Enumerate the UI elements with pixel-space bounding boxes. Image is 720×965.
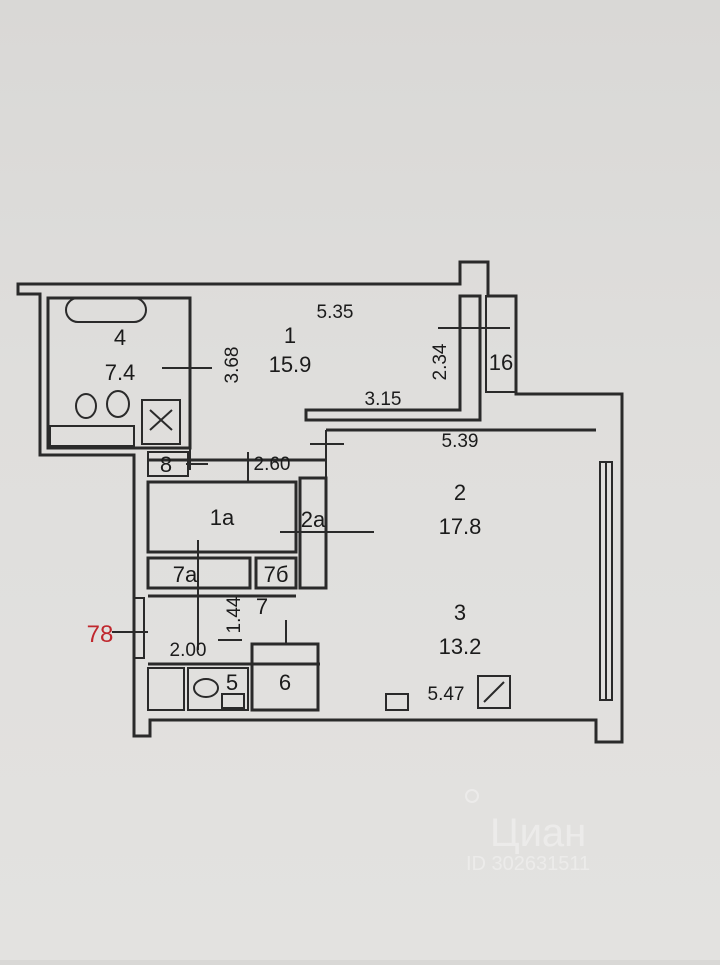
watermark-brand: Циан: [490, 811, 586, 855]
stove-icon: [483, 681, 505, 703]
room-7-label: 7: [256, 594, 268, 619]
dim-368: 3.68: [222, 347, 243, 384]
dim-547: 5.47: [428, 684, 465, 705]
dim-200: 2.00: [170, 640, 207, 661]
window: [599, 461, 613, 701]
shower-box: [141, 399, 181, 445]
room-1a-label: 1a: [210, 505, 235, 530]
dim-539: 5.39: [442, 431, 479, 452]
dim-144: 1.44: [224, 596, 245, 633]
apartment-number: 78: [87, 621, 114, 648]
sink-icon: [106, 390, 130, 418]
toilet-icon: [75, 393, 97, 419]
room-2a-label: 2a: [301, 507, 326, 532]
toilet-small-icon: [193, 678, 219, 698]
room-1-area: 15.9: [269, 352, 312, 377]
room-6-label: 6: [279, 670, 291, 695]
room-7a-label: 7a: [173, 562, 198, 587]
room-3-number: 3: [454, 600, 466, 625]
room-3-area: 13.2: [439, 634, 482, 659]
room-8-box: [147, 451, 189, 477]
stove-box: [477, 675, 511, 709]
watermark-pin-icon: [465, 789, 479, 803]
closet-7b: [254, 556, 298, 590]
closet-1a: [146, 480, 298, 554]
room-1-number: 1: [284, 323, 296, 348]
watermark-id: ID 302631511: [466, 853, 590, 875]
room-4-number: 4: [114, 325, 126, 350]
inner-wall-r1: [304, 294, 482, 422]
room-2-area: 17.8: [439, 514, 482, 539]
radiator-box: [385, 693, 409, 711]
shower-icon: [149, 409, 173, 431]
dim-535: 5.35: [317, 302, 354, 323]
closet-7a: [146, 556, 252, 590]
bathtub-icon: [65, 297, 147, 323]
closet-2a: [298, 476, 328, 590]
outer-wall: [16, 260, 624, 744]
room-5-label: 5: [226, 670, 238, 695]
room-8-label: 8: [160, 452, 172, 477]
room-7b-label: 7б: [264, 562, 289, 587]
room-16-label: 16: [489, 350, 513, 375]
watermark: Циан ID 302631511: [465, 789, 590, 875]
dim-234: 2.34: [430, 343, 451, 380]
entrance-door: [133, 597, 145, 659]
dim-260: 2.60: [254, 454, 291, 475]
balcony-box: [485, 295, 517, 393]
room-2-number: 2: [454, 480, 466, 505]
socket-box: [221, 693, 245, 709]
room-5-box: [187, 667, 249, 711]
room-4-area: 7.4: [105, 360, 136, 385]
bathroom-counter: [49, 425, 135, 447]
dim-315: 3.15: [365, 389, 402, 410]
bathroom-5-fixture: [147, 667, 185, 711]
